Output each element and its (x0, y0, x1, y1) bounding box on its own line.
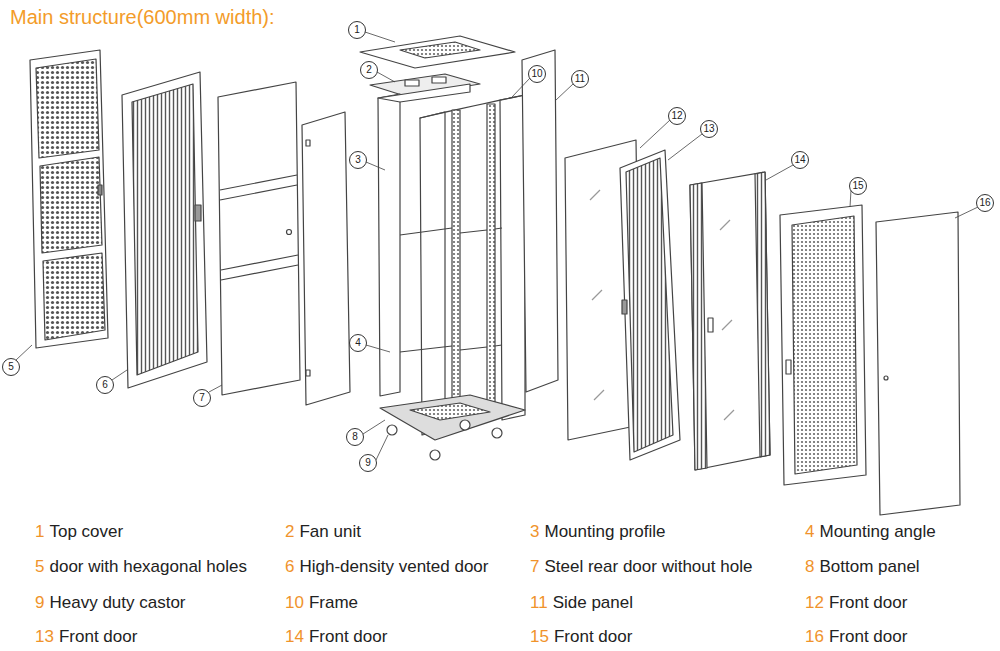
parts-list-row: 14Front door (285, 627, 387, 647)
parts-list-row: 11Side panel (530, 593, 633, 613)
callout-number: 3 (350, 152, 366, 168)
part-name: Bottom panel (819, 557, 919, 577)
part-number: 16 (805, 627, 824, 647)
part-number: 9 (35, 593, 44, 613)
callout-number: 7 (194, 390, 210, 406)
part-number: 15 (530, 627, 549, 647)
part-name: Steel rear door without hole (544, 557, 752, 577)
diagram-title: Main structure(600mm width): (10, 6, 275, 29)
part-number: 6 (285, 557, 294, 577)
callout-number: 2 (361, 62, 377, 78)
part-name: Side panel (553, 593, 633, 613)
callout-number: 10 (529, 66, 545, 82)
parts-list-row: 7Steel rear door without hole (530, 557, 752, 577)
parts-list-row: 8Bottom panel (805, 557, 920, 577)
parts-list-row: 3Mounting profile (530, 522, 665, 542)
part-name: High-density vented door (299, 557, 488, 577)
parts-list-row: 10Frame (285, 593, 358, 613)
part-name: Mounting angle (819, 522, 935, 542)
callout-number: 15 (850, 178, 866, 194)
part-number: 8 (805, 557, 814, 577)
callout-number: 6 (97, 377, 113, 393)
parts-list-row: 1Top cover (35, 522, 123, 542)
part-number: 5 (35, 557, 44, 577)
parts-list-row: 4Mounting angle (805, 522, 936, 542)
part-name: Frame (309, 593, 358, 613)
parts-list-row: 5door with hexagonal holes (35, 557, 247, 577)
part-number: 2 (285, 522, 294, 542)
parts-list-row: 6High-density vented door (285, 557, 488, 577)
part-name: door with hexagonal holes (49, 557, 247, 577)
callout-number: 5 (3, 359, 19, 375)
callout-number: 14 (792, 152, 808, 168)
part-name: Fan unit (299, 522, 360, 542)
part-number: 7 (530, 557, 539, 577)
callout-number: 12 (669, 108, 685, 124)
part-name: Front door (59, 627, 137, 647)
part-number: 1 (35, 522, 44, 542)
part-number: 4 (805, 522, 814, 542)
parts-list-row: 15Front door (530, 627, 632, 647)
parts-list-row: 9Heavy duty castor (35, 593, 186, 613)
part-number: 10 (285, 593, 304, 613)
part-number: 11 (530, 593, 548, 613)
part-name: Heavy duty castor (49, 593, 185, 613)
callout-number: 1 (349, 22, 365, 38)
parts-list-row: 12Front door (805, 593, 907, 613)
part-number: 13 (35, 627, 54, 647)
part-number: 14 (285, 627, 304, 647)
callout-number: 4 (350, 335, 366, 351)
callout-number: 13 (701, 121, 717, 137)
parts-list-row: 16Front door (805, 627, 907, 647)
part-name: Front door (309, 627, 387, 647)
part-name: Front door (554, 627, 632, 647)
parts-list-row: 2Fan unit (285, 522, 361, 542)
parts-list-row: 13Front door (35, 627, 137, 647)
part-name: Mounting profile (544, 522, 665, 542)
part-number: 3 (530, 522, 539, 542)
callout-number: 11 (572, 71, 588, 87)
part-name: Front door (829, 627, 907, 647)
callout-number: 16 (977, 195, 993, 211)
part-name: Top cover (49, 522, 123, 542)
part-number: 12 (805, 593, 824, 613)
part-name: Front door (829, 593, 907, 613)
callout-number: 9 (360, 455, 376, 471)
callout-number: 8 (347, 429, 363, 445)
